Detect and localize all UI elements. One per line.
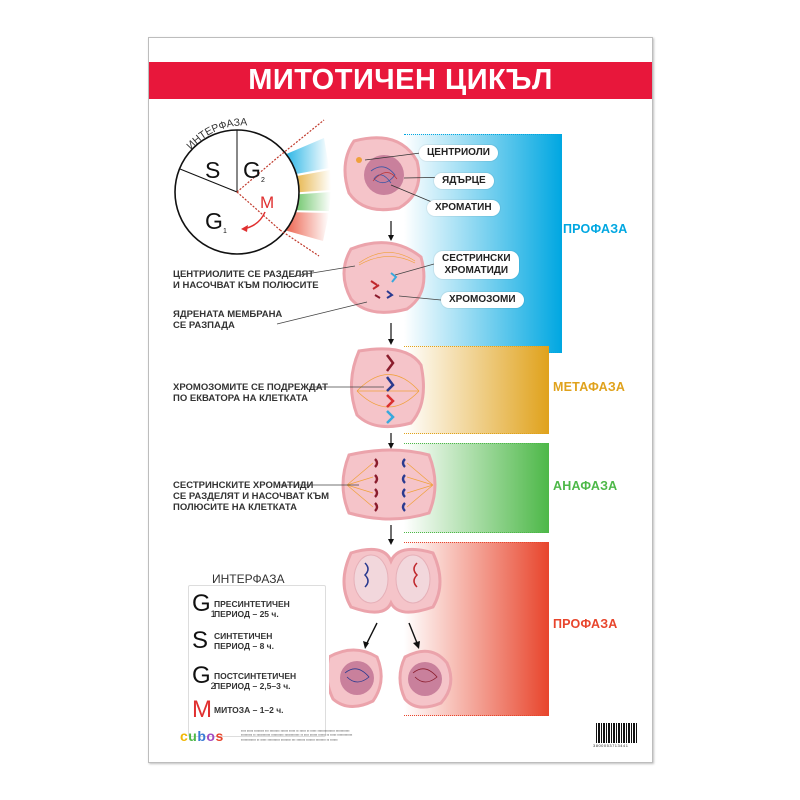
callout-nucleolus: ЯДЪРЦЕ — [434, 173, 494, 189]
svg-text:2: 2 — [261, 177, 265, 184]
prophase-band — [404, 134, 562, 353]
note-centrioles-separate: ЦЕНТРИОЛИТЕ СЕ РАЗДЕЛЯТ И НАСОЧВАТ КЪМ П… — [173, 269, 319, 291]
telophase-cell — [342, 547, 442, 614]
metaphase-cell — [349, 347, 425, 429]
callout-chromatin: ХРОМАТИН — [427, 200, 500, 216]
copyright-notice: ▪▪▪▪ ▪▪▪▪▪ ▪▪▪▪▪▪▪▪ ▪▪▪ ▪▪▪▪▪▪▪▪ ▪▪▪▪▪▪ … — [241, 729, 353, 742]
daughter-cell-right — [398, 649, 453, 709]
phase-label-metaphase: МЕТАФАЗА — [553, 380, 626, 394]
legend-item-m: M МИТОЗА – 1–2 ч. — [192, 696, 284, 723]
metaphase-band — [404, 346, 549, 434]
legend-item-s: S СИНТЕТИЧЕН ПЕРИОД – 8 ч. — [192, 627, 274, 654]
legend: ИНТЕРФАЗА G1 ПРЕСИНТЕТИЧЕН ПЕРИОД – 25 ч… — [188, 572, 326, 739]
phase-label-anaphase: АНАФАЗА — [553, 479, 618, 493]
cubos-logo: cubos — [180, 728, 224, 744]
daughter-cell-left — [329, 648, 383, 708]
barcode — [596, 723, 638, 743]
anaphase-cell — [341, 448, 437, 521]
prophase-cell — [342, 241, 426, 314]
callout-centrioles: ЦЕНТРИОЛИ — [419, 145, 498, 161]
legend-item-g2: G2 ПОСТСИНТЕТИЧЕН ПЕРИОД – 2,5–3 ч. — [192, 662, 297, 691]
svg-text:G: G — [205, 208, 223, 234]
svg-text:G: G — [243, 157, 261, 183]
phase-label-prophase: ПРОФАЗА — [563, 222, 628, 236]
callout-sister-chromatids: СЕСТРИНСКИ ХРОМАТИДИ — [434, 251, 519, 279]
barcode-number: 3800053713441 — [593, 743, 629, 748]
note-metaphase: ХРОМОЗОМИТЕ СЕ ПОДРЕЖДАТ ПО ЕКВАТОРА НА … — [173, 382, 328, 404]
mitosis-diagram — [329, 136, 460, 709]
poster: МИТОТИЧЕН ЦИКЪЛ ИНТЕРФАЗА S G 2 G 1 M — [148, 37, 653, 763]
svg-text:S: S — [205, 157, 220, 183]
callout-chromosomes: ХРОМОЗОМИ — [441, 292, 524, 308]
legend-item-g1: G1 ПРЕСИНТЕТИЧЕН ПЕРИОД – 25 ч. — [192, 590, 290, 619]
legend-title: ИНТЕРФАЗА — [212, 572, 285, 586]
page-title: МИТОТИЧЕН ЦИКЪЛ — [149, 62, 652, 99]
note-nuclear-membrane: ЯДРЕНАТА МЕМБРАНА СЕ РАЗПАДА — [173, 309, 283, 331]
note-anaphase: СЕСТРИНСКИТЕ ХРОМАТИДИ СЕ РАЗДЕЛЯТ И НАС… — [173, 480, 330, 513]
connector-lines — [276, 263, 442, 486]
svg-text:M: M — [260, 193, 274, 212]
svg-text:1: 1 — [223, 228, 227, 235]
cell-cycle-wheel: ИНТЕРФАЗА S G 2 G 1 M — [174, 116, 331, 257]
phase-label-telophase: ПРОФАЗА — [553, 617, 618, 631]
